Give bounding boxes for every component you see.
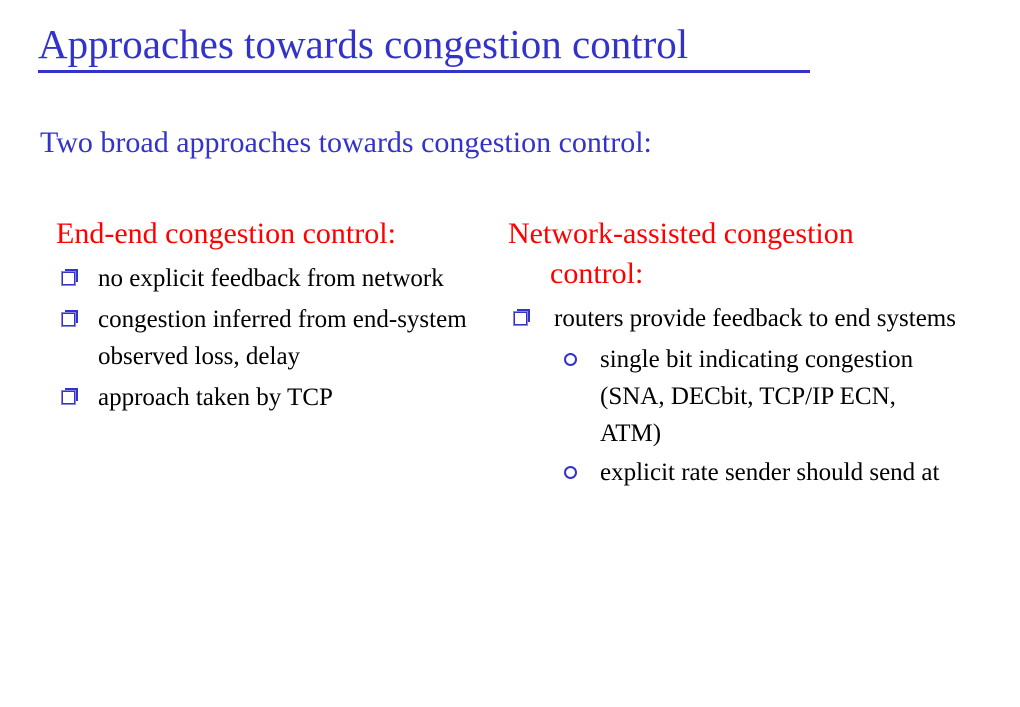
list-item: explicit rate sender should send at [554,454,956,491]
square-bullet-icon [62,388,78,404]
square-bullet-icon [62,269,78,285]
bullet-list-end-end: no explicit feedback from network conges… [56,260,486,416]
list-item-label: no explicit feedback from network [98,265,444,292]
list-item: no explicit feedback from network [56,260,486,297]
column-heading-line1: Network-assisted congestion [508,217,854,250]
title-underline-rule [38,70,810,73]
list-item-label: single bit indicating congestion (SNA, D… [600,346,914,447]
bullet-list-network-assisted: routers provide feedback to end systems [508,300,956,337]
list-item-label: explicit rate sender should send at [600,459,940,486]
circle-bullet-icon [564,466,577,479]
list-item: routers provide feedback to end systems [508,300,956,337]
list-item: approach taken by TCP [56,379,486,416]
sub-bullet-list: single bit indicating congestion (SNA, D… [508,341,956,491]
slide-subtitle: Two broad approaches towards congestion … [40,126,652,159]
column-network-assisted: Network-assisted congestion control: rou… [508,214,956,493]
list-item: congestion inferred from end-system obse… [56,301,486,375]
column-heading-line2: control: [550,257,644,290]
list-item-label: approach taken by TCP [98,384,333,411]
list-item-label: congestion inferred from end-system obse… [98,306,467,370]
column-end-end: End-end congestion control: no explicit … [56,214,486,420]
column-heading-end-end: End-end congestion control: [56,217,396,250]
page-title: Approaches towards congestion control [38,21,689,67]
column-heading-network-assisted: Network-assisted congestion control: [508,214,956,294]
circle-bullet-icon [564,353,577,366]
square-bullet-icon [514,309,530,325]
square-bullet-icon [62,310,78,326]
list-item: single bit indicating congestion (SNA, D… [554,341,956,452]
list-item-label: routers provide feedback to end systems [554,305,956,332]
